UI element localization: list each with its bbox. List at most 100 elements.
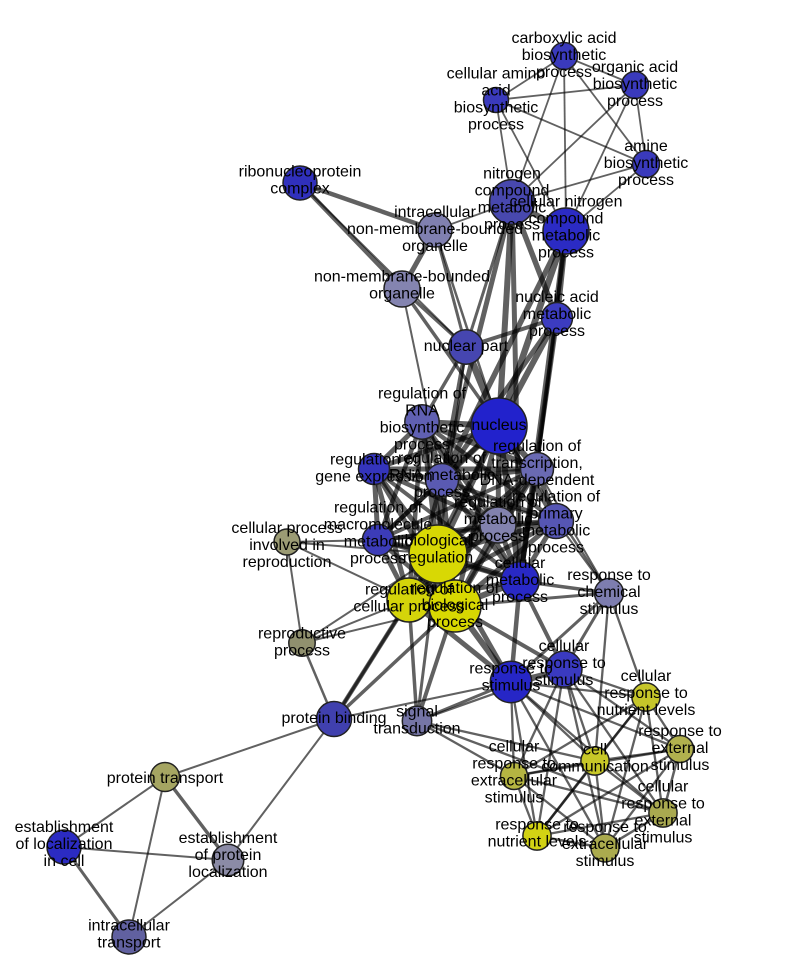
svg-text:metabolic: metabolic xyxy=(522,523,590,540)
svg-text:process: process xyxy=(536,64,592,81)
svg-text:stimulus: stimulus xyxy=(482,678,541,695)
svg-text:external: external xyxy=(652,740,709,757)
svg-text:stimulus: stimulus xyxy=(580,601,639,618)
svg-text:DNA-dependent: DNA-dependent xyxy=(480,472,595,489)
svg-text:of protein: of protein xyxy=(195,847,262,864)
svg-text:process: process xyxy=(529,323,585,340)
svg-text:response to: response to xyxy=(522,655,606,672)
svg-text:extracellular: extracellular xyxy=(562,836,649,853)
svg-text:RNA: RNA xyxy=(405,403,439,420)
svg-text:metabolic: metabolic xyxy=(523,306,591,323)
svg-text:metabolic: metabolic xyxy=(344,534,412,551)
svg-text:protein binding: protein binding xyxy=(282,710,387,727)
svg-text:organelle: organelle xyxy=(402,238,468,255)
svg-text:complex: complex xyxy=(270,181,330,198)
svg-text:non-membrane-bounded: non-membrane-bounded xyxy=(314,269,490,286)
svg-text:regulation of: regulation of xyxy=(330,452,419,469)
svg-text:chemical: chemical xyxy=(577,584,640,601)
svg-text:regulation of: regulation of xyxy=(493,438,582,455)
svg-text:process: process xyxy=(470,528,526,545)
svg-text:of localization: of localization xyxy=(16,836,113,853)
svg-text:regulation of: regulation of xyxy=(398,450,487,467)
svg-text:cell: cell xyxy=(583,742,607,759)
svg-text:compound: compound xyxy=(529,211,604,228)
svg-text:reproduction: reproduction xyxy=(243,554,332,571)
svg-text:process: process xyxy=(394,437,450,454)
svg-text:process: process xyxy=(468,117,524,134)
svg-text:establishment: establishment xyxy=(15,819,114,836)
svg-text:response to: response to xyxy=(469,661,553,678)
svg-text:process: process xyxy=(528,540,584,557)
svg-text:stimulus: stimulus xyxy=(651,757,710,774)
svg-text:regulation of: regulation of xyxy=(454,494,543,511)
svg-text:biological: biological xyxy=(405,533,472,550)
svg-text:compound: compound xyxy=(475,183,550,200)
svg-text:reproductive: reproductive xyxy=(258,626,346,643)
svg-text:organic acid: organic acid xyxy=(592,59,678,76)
svg-text:cellular process: cellular process xyxy=(231,520,342,537)
svg-text:response to: response to xyxy=(621,796,705,813)
svg-text:response to: response to xyxy=(604,685,688,702)
svg-text:transcription,: transcription, xyxy=(491,455,583,472)
svg-text:stimulus: stimulus xyxy=(485,790,544,807)
svg-text:macromolecule: macromolecule xyxy=(324,517,433,534)
svg-text:response to: response to xyxy=(638,723,722,740)
svg-text:intracellular: intracellular xyxy=(394,204,476,221)
svg-text:non-membrane-bounded: non-membrane-bounded xyxy=(347,221,523,238)
svg-text:primary: primary xyxy=(529,506,582,523)
svg-text:stimulus: stimulus xyxy=(535,672,594,689)
svg-text:process: process xyxy=(274,643,330,660)
svg-text:biosynthetic: biosynthetic xyxy=(454,100,539,117)
svg-text:regulation of: regulation of xyxy=(365,582,454,599)
svg-text:regulation of: regulation of xyxy=(334,500,423,517)
svg-text:process: process xyxy=(618,172,674,189)
svg-text:process: process xyxy=(538,245,594,262)
svg-text:response to: response to xyxy=(495,817,579,834)
svg-text:extracellular: extracellular xyxy=(471,773,558,790)
svg-text:cellular: cellular xyxy=(489,739,540,756)
svg-text:external: external xyxy=(635,813,692,830)
svg-text:nutrient levels: nutrient levels xyxy=(488,834,587,851)
svg-text:cellular amino: cellular amino xyxy=(447,66,546,83)
svg-text:response to: response to xyxy=(567,567,651,584)
svg-text:nutrient levels: nutrient levels xyxy=(597,702,696,719)
svg-text:nitrogen: nitrogen xyxy=(483,166,541,183)
svg-text:intracellular: intracellular xyxy=(88,918,170,935)
svg-text:cellular process: cellular process xyxy=(353,599,464,616)
svg-text:transport: transport xyxy=(97,935,161,952)
svg-text:metabolic: metabolic xyxy=(532,228,600,245)
svg-text:metabolic: metabolic xyxy=(464,511,532,528)
svg-text:localization: localization xyxy=(188,864,267,881)
svg-text:establishment: establishment xyxy=(179,830,278,847)
svg-text:metabolic: metabolic xyxy=(486,572,554,589)
svg-text:regulation of: regulation of xyxy=(411,580,500,597)
svg-text:stimulus: stimulus xyxy=(634,830,693,847)
svg-text:amine: amine xyxy=(624,138,668,155)
svg-text:ribonucleoprotein: ribonucleoprotein xyxy=(239,164,362,181)
svg-text:regulation of: regulation of xyxy=(512,489,601,506)
svg-text:gene expression: gene expression xyxy=(315,469,432,486)
svg-text:organelle: organelle xyxy=(369,286,435,303)
svg-text:signal: signal xyxy=(396,704,438,721)
svg-text:cellular: cellular xyxy=(539,638,590,655)
svg-text:response to: response to xyxy=(563,819,647,836)
svg-text:process: process xyxy=(607,93,663,110)
svg-text:regulation: regulation xyxy=(403,550,473,567)
svg-text:process: process xyxy=(492,589,548,606)
svg-text:cellular: cellular xyxy=(621,668,672,685)
svg-text:response to: response to xyxy=(472,756,556,773)
svg-text:cellular: cellular xyxy=(495,555,546,572)
svg-text:nucleic acid: nucleic acid xyxy=(515,289,599,306)
svg-text:metabolic: metabolic xyxy=(478,200,546,217)
svg-text:communication: communication xyxy=(541,759,649,776)
svg-text:acid: acid xyxy=(481,83,510,100)
svg-text:RNA metabolic: RNA metabolic xyxy=(389,467,495,484)
svg-text:protein transport: protein transport xyxy=(107,770,224,787)
svg-text:in cell: in cell xyxy=(44,853,85,870)
svg-text:biosynthetic: biosynthetic xyxy=(380,420,465,437)
svg-text:biosynthetic: biosynthetic xyxy=(522,47,607,64)
svg-text:stimulus: stimulus xyxy=(576,853,635,870)
svg-text:cellular: cellular xyxy=(638,779,689,796)
svg-text:nuclear part: nuclear part xyxy=(424,338,509,355)
svg-text:carboxylic acid: carboxylic acid xyxy=(512,30,617,47)
